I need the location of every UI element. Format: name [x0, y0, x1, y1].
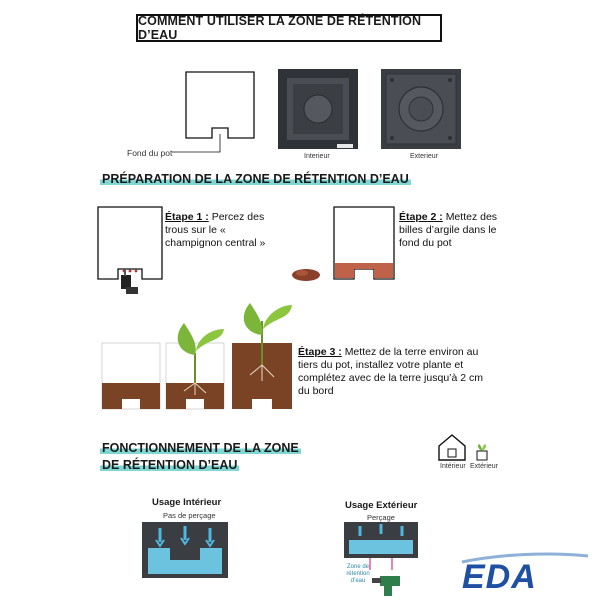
fond-du-pot-label: Fond du pot — [127, 148, 173, 158]
pot-interior-photo — [278, 69, 358, 149]
usage-exterior-title: Usage Extérieur — [345, 500, 418, 511]
step2-text: Étape 2 : Mettez des billes d’argile dan… — [399, 211, 498, 249]
eda-logo-swoosh — [461, 552, 589, 564]
water-arrows — [358, 524, 404, 536]
pot-bottom-pointer-line — [172, 134, 221, 153]
plant-icon — [177, 323, 224, 395]
pot-bottom-outline-diagram — [172, 71, 255, 153]
step1-text: Étape 1 : Percez des trous sur le « cham… — [165, 211, 266, 249]
interior-icon-label: Intérieur — [440, 463, 466, 470]
interior-label: Interieur — [304, 153, 330, 160]
step2-clay-layer-right — [374, 263, 393, 278]
section-preparation-title: PRÉPARATION DE LA ZONE DE RÉTENTION D’EA… — [100, 172, 411, 186]
usage-interior-title: Usage Intérieur — [152, 497, 222, 508]
step2-clay-balls-diagram — [292, 206, 395, 281]
pot-outline-shape — [185, 71, 255, 139]
usage-exterior-diagram — [344, 522, 418, 596]
drain-lines — [369, 558, 393, 570]
usage-interior-diagram — [142, 522, 228, 578]
page-title: COMMENT UTILISER LA ZONE DE RÉTENTION D’… — [136, 14, 442, 42]
water-arrows — [158, 526, 212, 542]
plant-pot-icon — [476, 444, 488, 461]
usage-exterior-subtitle: Perçage — [367, 513, 395, 522]
section-functioning-title: FONCTIONNEMENT DE LA ZONE DE RÉTENTION D… — [100, 441, 301, 472]
step1-drill-diagram — [97, 206, 163, 294]
house-icon — [438, 434, 466, 461]
drill-icon — [372, 576, 400, 596]
pot2-soil — [166, 383, 224, 409]
step2-clay-layer-left — [335, 263, 354, 278]
step2-clay-layer-top — [354, 263, 374, 269]
pot1-soil — [102, 383, 160, 409]
step1-pot-outline — [97, 206, 163, 280]
exterior-label: Exterieur — [410, 153, 439, 160]
exterior-icon-label: Extérieur — [470, 463, 499, 470]
eda-logo: EDA — [461, 552, 589, 597]
usage-interior-subtitle: Pas de perçage — [163, 511, 216, 520]
drill-icon — [121, 269, 138, 294]
pot-exterior-photo — [381, 69, 461, 149]
plant-icon — [243, 303, 292, 381]
step3-text: Étape 3 : Mettez de la terre environ au … — [298, 346, 484, 397]
step3-planting-diagram — [101, 303, 292, 410]
water-retention-zone-label: Zone de rétention d’eau — [346, 564, 370, 584]
